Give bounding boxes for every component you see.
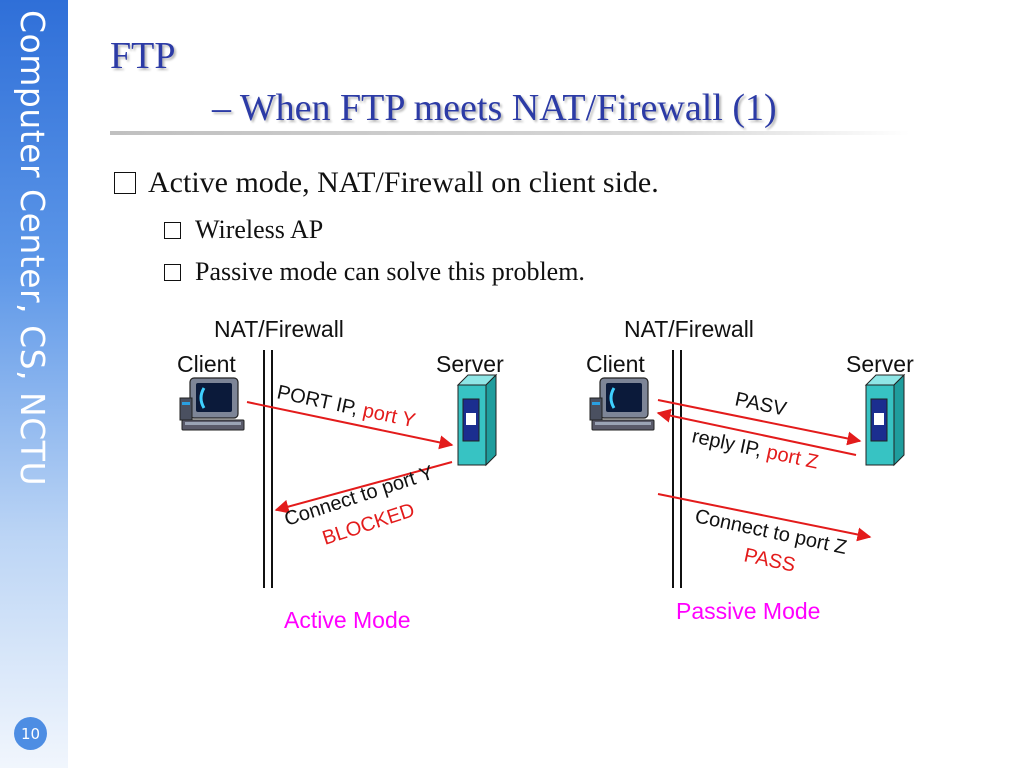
bullet-text: Passive mode can solve this problem. <box>195 257 585 286</box>
active-client-label: Client <box>177 351 236 377</box>
passive-server-icon <box>865 374 905 466</box>
active-connect-arrow <box>274 461 453 514</box>
passive-client-computer-icon <box>588 376 656 432</box>
passive-connect-arrow <box>657 493 872 542</box>
bullet-item: Active mode, NAT/Firewall on client side… <box>114 166 659 200</box>
passive-server-label: Server <box>846 351 914 377</box>
passive-reply-arrow <box>656 408 857 456</box>
bullet-text: Active mode, NAT/Firewall on client side… <box>148 166 659 199</box>
active-mode-caption: Active Mode <box>284 607 411 633</box>
passive-pasv-arrow <box>657 399 862 446</box>
checkbox-bullet-icon <box>114 172 136 194</box>
sidebar: Computer Center, CS, NCTU <box>0 0 68 768</box>
active-client-computer-icon <box>178 376 246 432</box>
page-number: 10 <box>14 717 47 750</box>
page-subtitle: – When FTP meets NAT/Firewall (1) <box>212 87 777 129</box>
sub-bullet-item: Passive mode can solve this problem. <box>164 257 585 287</box>
bullet-text: Wireless AP <box>195 215 324 244</box>
checkbox-bullet-icon <box>164 263 181 281</box>
active-server-icon <box>457 374 497 466</box>
title-divider <box>110 131 910 135</box>
passive-firewall-label: NAT/Firewall <box>624 316 754 342</box>
passive-client-label: Client <box>586 351 645 377</box>
active-server-label: Server <box>436 351 504 377</box>
sub-bullet-item: Wireless AP <box>164 215 323 245</box>
passive-mode-diagram: NAT/Firewall Client Server PASV reply IP… <box>586 316 914 624</box>
passive-pass-label: PASS <box>742 544 797 576</box>
active-port-message: PORT IP, port Y <box>275 381 417 432</box>
page-title: FTP <box>110 35 176 77</box>
passive-mode-caption: Passive Mode <box>676 598 820 624</box>
active-port-arrow <box>246 401 454 450</box>
checkbox-bullet-icon <box>164 221 181 239</box>
active-firewall-label: NAT/Firewall <box>214 316 344 342</box>
active-mode-diagram: NAT/Firewall Client Server PORT IP, port… <box>177 316 504 633</box>
